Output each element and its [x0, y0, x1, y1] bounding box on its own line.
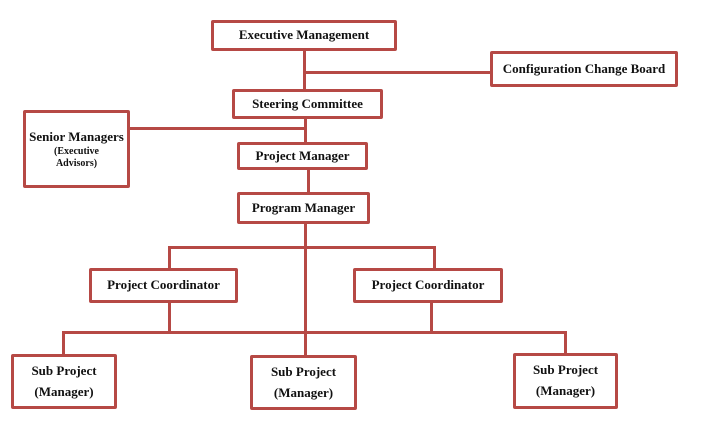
node-label: Project Coordinator [371, 277, 485, 293]
node-sub-project-manager-2: Sub Project (Manager) [250, 355, 357, 410]
node-label: Configuration Change Board [502, 60, 666, 76]
node-label: Executive Management [238, 27, 370, 43]
node-project-coordinator-right: Project Coordinator [353, 268, 503, 303]
node-sub-project-manager-3: Sub Project (Manager) [513, 353, 618, 409]
node-label: Project Coordinator [107, 277, 220, 293]
node-executive-management: Executive Management [211, 20, 397, 51]
node-label: Senior Managers [29, 128, 124, 144]
node-project-coordinator-left: Project Coordinator [89, 268, 238, 303]
node-sublabel: (Manager) [273, 384, 334, 400]
node-label: Program Manager [251, 199, 356, 215]
node-senior-managers: Senior Managers (Executive Advisors) [23, 110, 130, 188]
node-steering-committee: Steering Committee [232, 89, 383, 119]
connector-line [303, 71, 490, 74]
connector-line [433, 246, 436, 269]
node-project-manager: Project Manager [237, 142, 368, 170]
connector-line [304, 223, 307, 355]
node-label: Sub Project [270, 363, 337, 379]
connector-line [303, 50, 306, 90]
node-sub-project-manager-1: Sub Project (Manager) [11, 354, 117, 409]
node-sublabel: (Manager) [34, 383, 94, 399]
node-sublabel: (Manager) [535, 383, 596, 398]
node-program-manager: Program Manager [237, 192, 370, 224]
connector-line [128, 127, 307, 130]
node-label: Sub Project [532, 362, 599, 378]
connector-line [62, 331, 567, 334]
connector-line [168, 302, 171, 333]
connector-line [168, 246, 171, 269]
connector-line [430, 302, 433, 333]
connector-line [62, 331, 65, 355]
node-label: Steering Committee [252, 95, 363, 111]
node-label: Sub Project [31, 362, 97, 378]
node-sublabel: (Executive Advisors) [54, 146, 99, 169]
connector-line [307, 169, 310, 193]
node-label: Project Manager [255, 147, 350, 163]
connector-line [304, 118, 307, 144]
connector-line [564, 331, 567, 354]
connector-line [168, 246, 436, 249]
node-configuration-change-board: Configuration Change Board [490, 51, 678, 87]
